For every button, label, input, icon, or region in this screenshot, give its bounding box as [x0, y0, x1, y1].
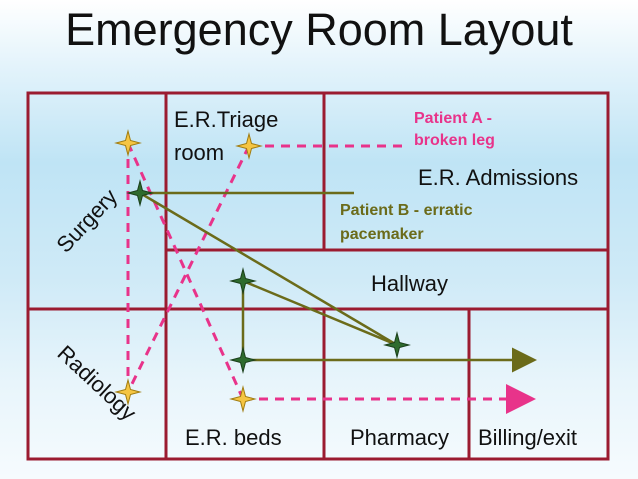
star-icon [114, 378, 142, 406]
patient-b-label-line2: pacemaker [340, 226, 424, 243]
room-label-hallway: Hallway [371, 271, 448, 296]
room-label-triage-line2: room [174, 140, 224, 165]
room-label-pharmacy: Pharmacy [350, 425, 449, 450]
room-label-admissions: E.R. Admissions [418, 165, 578, 190]
room-label-billing: Billing/exit [478, 425, 577, 450]
patient-b-label: Patient B - erratic [340, 202, 473, 219]
star-icon [229, 267, 257, 295]
room-label-triage: E.R.Triage [174, 107, 278, 132]
patient-b-stops [126, 179, 411, 374]
star-icon [235, 132, 263, 160]
patient-a-stops [114, 129, 263, 413]
room-walls [26, 91, 610, 461]
star-icon [229, 385, 257, 413]
page-title: Emergency Room Layout [65, 4, 573, 55]
star-icon [229, 346, 257, 374]
outer-wall [26, 91, 610, 461]
star-icon [114, 129, 142, 157]
star-icon [383, 331, 411, 359]
star-icon [126, 179, 154, 207]
patient-a-label-line2: broken leg [414, 132, 495, 149]
patient-a-label: Patient A - [414, 110, 492, 127]
patient-b-path [139, 191, 537, 373]
room-label-surgery: Surgery [51, 184, 122, 257]
room-label-beds: E.R. beds [185, 425, 282, 450]
patient-a-path [126, 142, 536, 414]
